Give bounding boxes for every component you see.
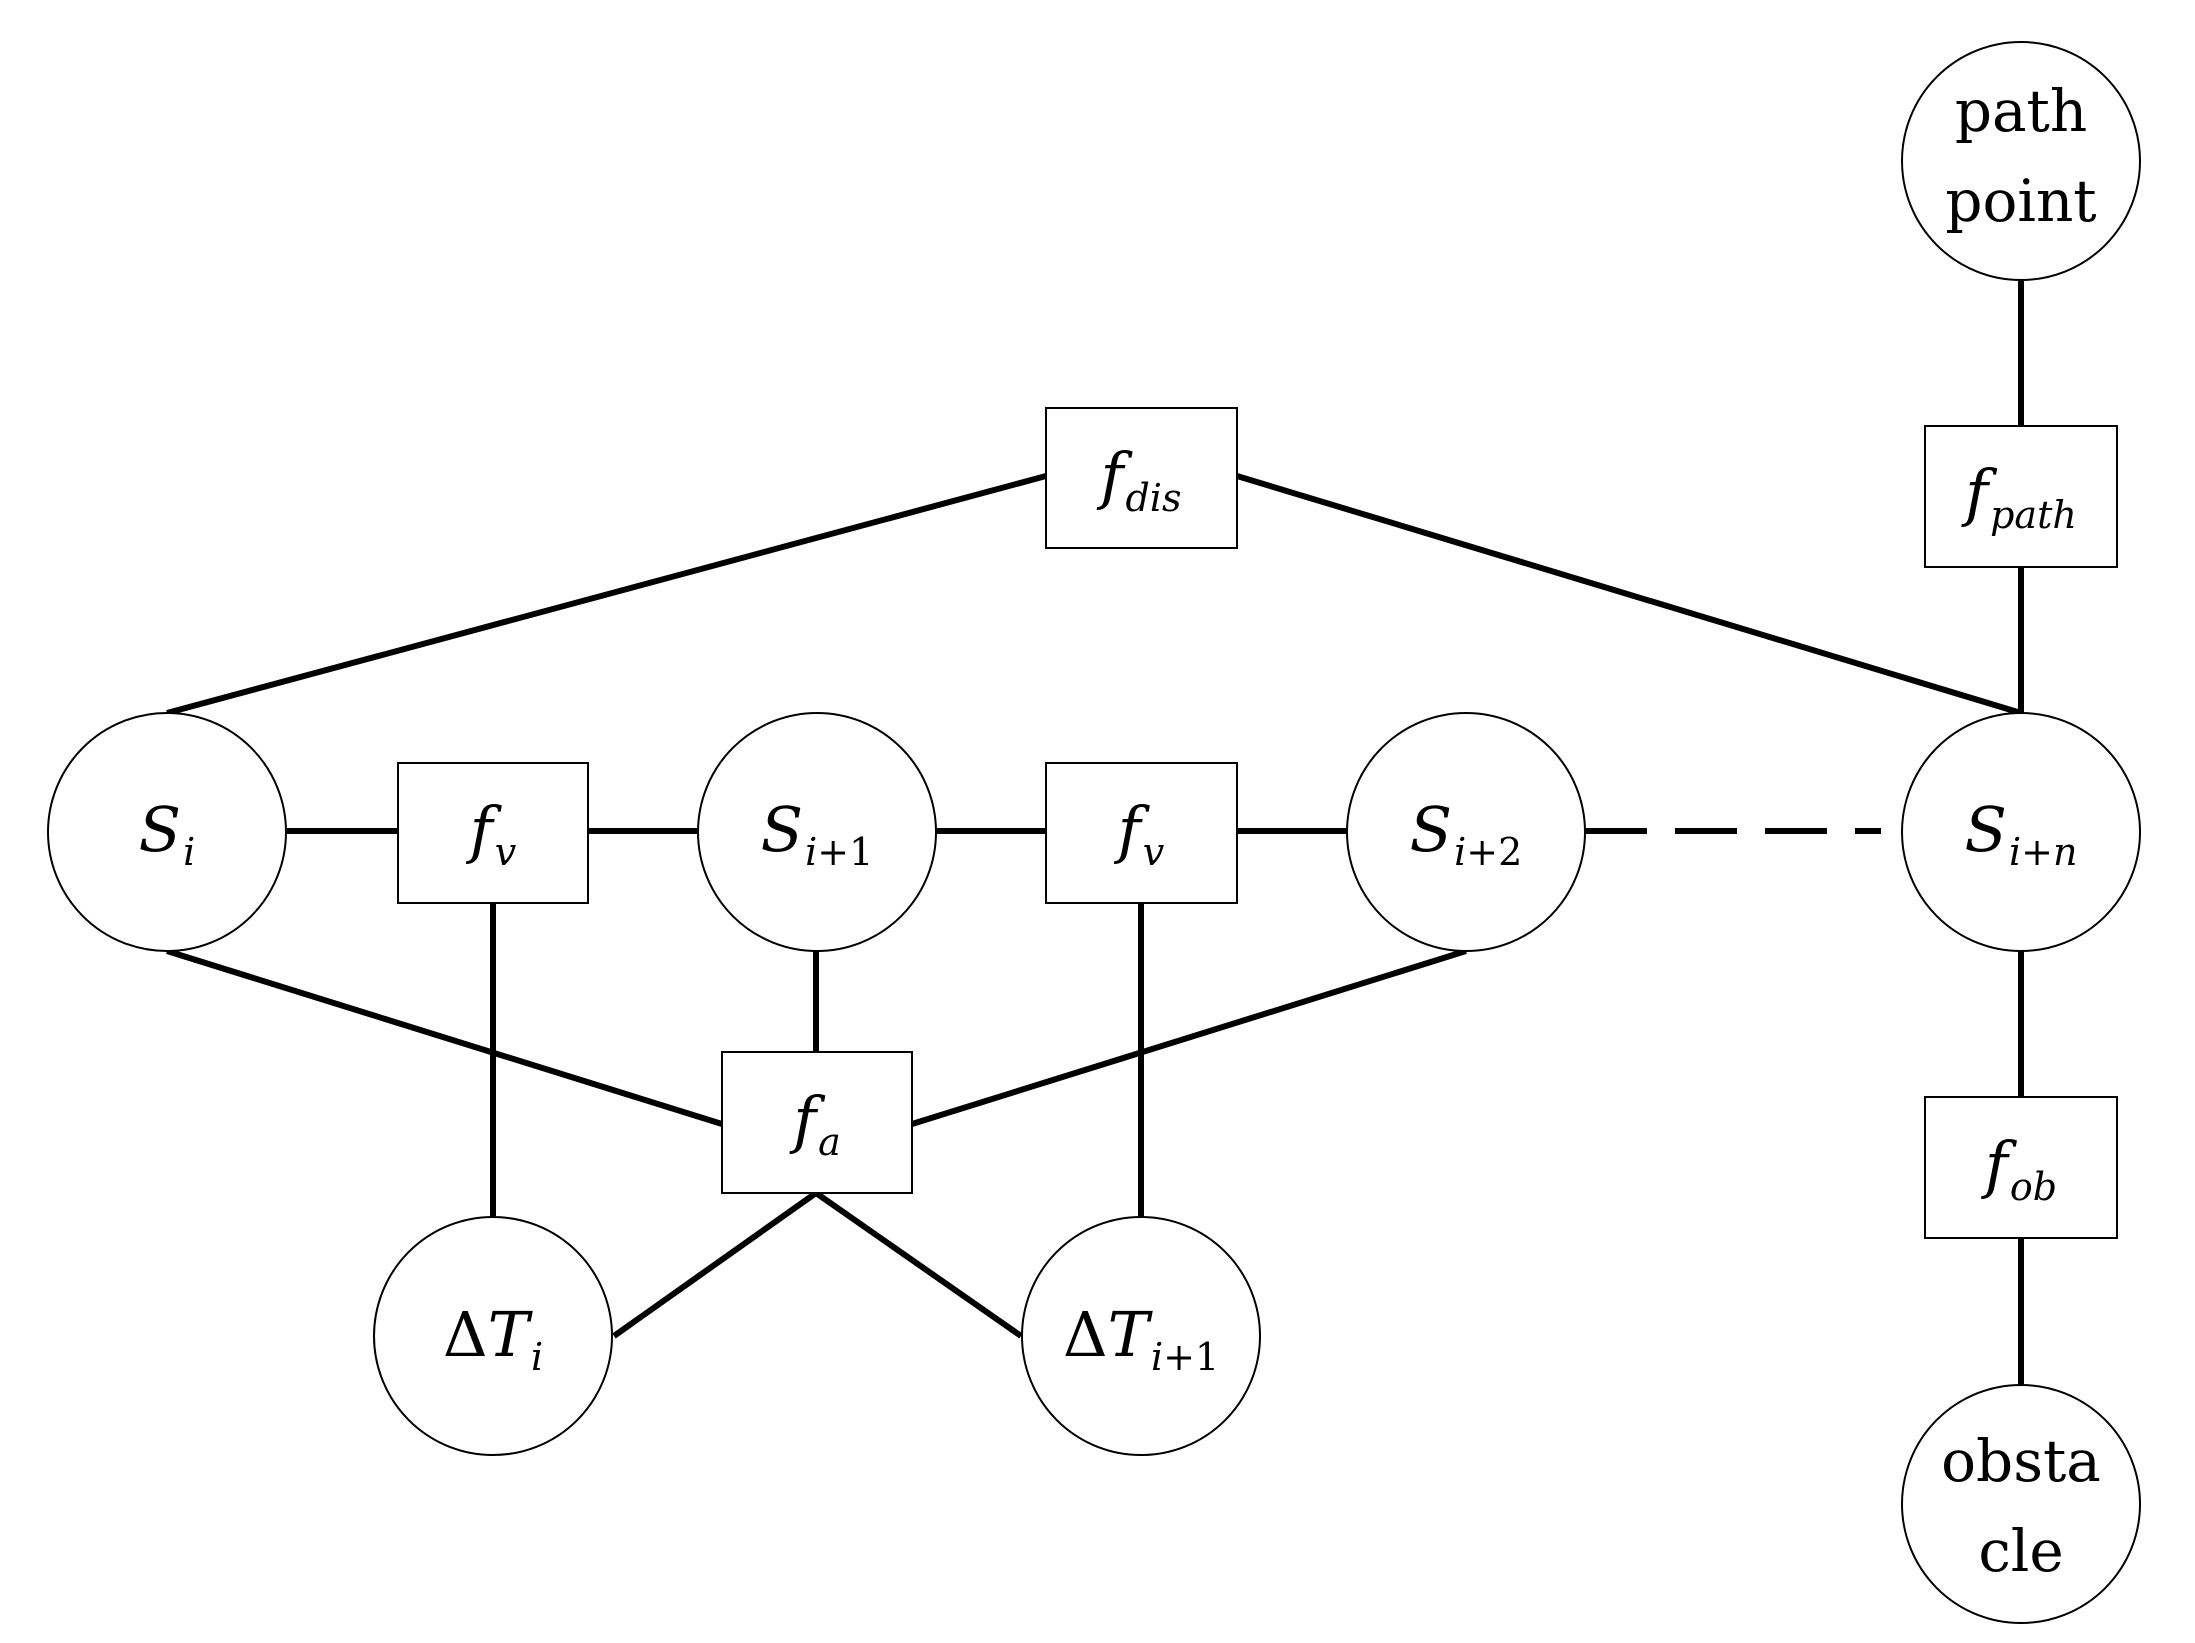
node-label: ΔTi+1	[1063, 1298, 1219, 1379]
node-circle	[1346, 712, 1586, 952]
factor-box	[1924, 425, 2118, 568]
node-circle	[1021, 1216, 1261, 1456]
node-label-line-2: cle	[1978, 1517, 2063, 1585]
edge-si2-fa	[911, 948, 1467, 1127]
node-circle	[1901, 712, 2141, 952]
factor-label: fv	[1114, 793, 1165, 874]
variable-node-obstacle: obsta cle	[1901, 1384, 2141, 1624]
factor-node-f-ob: fob	[1924, 1096, 2118, 1239]
node-label-line-1: obsta	[1941, 1427, 2101, 1495]
factor-label: fv	[466, 793, 517, 874]
factor-box	[397, 762, 589, 904]
factor-box	[1045, 762, 1238, 904]
factor-box	[1045, 407, 1238, 549]
edge-fa-dti1	[814, 1190, 1023, 1339]
node-circle	[1901, 1384, 2141, 1624]
node-label: Si+1	[761, 793, 874, 874]
edge-si-fdis	[166, 473, 1047, 716]
node-circle	[1901, 41, 2141, 281]
factor-node-f-path: fpath	[1924, 425, 2118, 568]
node-circle	[373, 1216, 613, 1456]
edge-fa-dti	[612, 1190, 818, 1339]
node-label: Si+n	[1965, 793, 2078, 874]
variable-node-si-plus-n: Si+n	[1901, 712, 2141, 952]
node-circle	[697, 712, 937, 952]
edge-si-fa	[166, 948, 723, 1127]
factor-node-f-v-2: fv	[1045, 762, 1238, 904]
edges	[166, 281, 2024, 1384]
variable-node-si-plus-1: Si+1	[697, 712, 937, 952]
factor-node-f-dis: fdis	[1045, 407, 1238, 549]
factor-box	[1924, 1096, 2118, 1239]
node-label-line-1: path	[1955, 77, 2087, 145]
edge-fdis-sin	[1236, 473, 2022, 716]
variable-node-si: Si	[47, 712, 287, 952]
node-label: Si+2	[1410, 793, 1523, 874]
node-label: Si	[139, 793, 196, 874]
factor-box	[721, 1051, 913, 1194]
factor-node-f-a: fa	[721, 1051, 913, 1194]
variable-node-delta-ti: ΔTi	[373, 1216, 613, 1456]
node-label-line-2: point	[1945, 167, 2096, 235]
variable-node-si-plus-2: Si+2	[1346, 712, 1586, 952]
factor-label: fa	[789, 1083, 841, 1164]
node-label: ΔTi	[443, 1298, 543, 1379]
factor-node-f-v-1: fv	[397, 762, 589, 904]
node-circle	[47, 712, 287, 952]
variable-node-path-point: path point	[1901, 41, 2141, 281]
variable-node-delta-ti-plus-1: ΔTi+1	[1021, 1216, 1261, 1456]
